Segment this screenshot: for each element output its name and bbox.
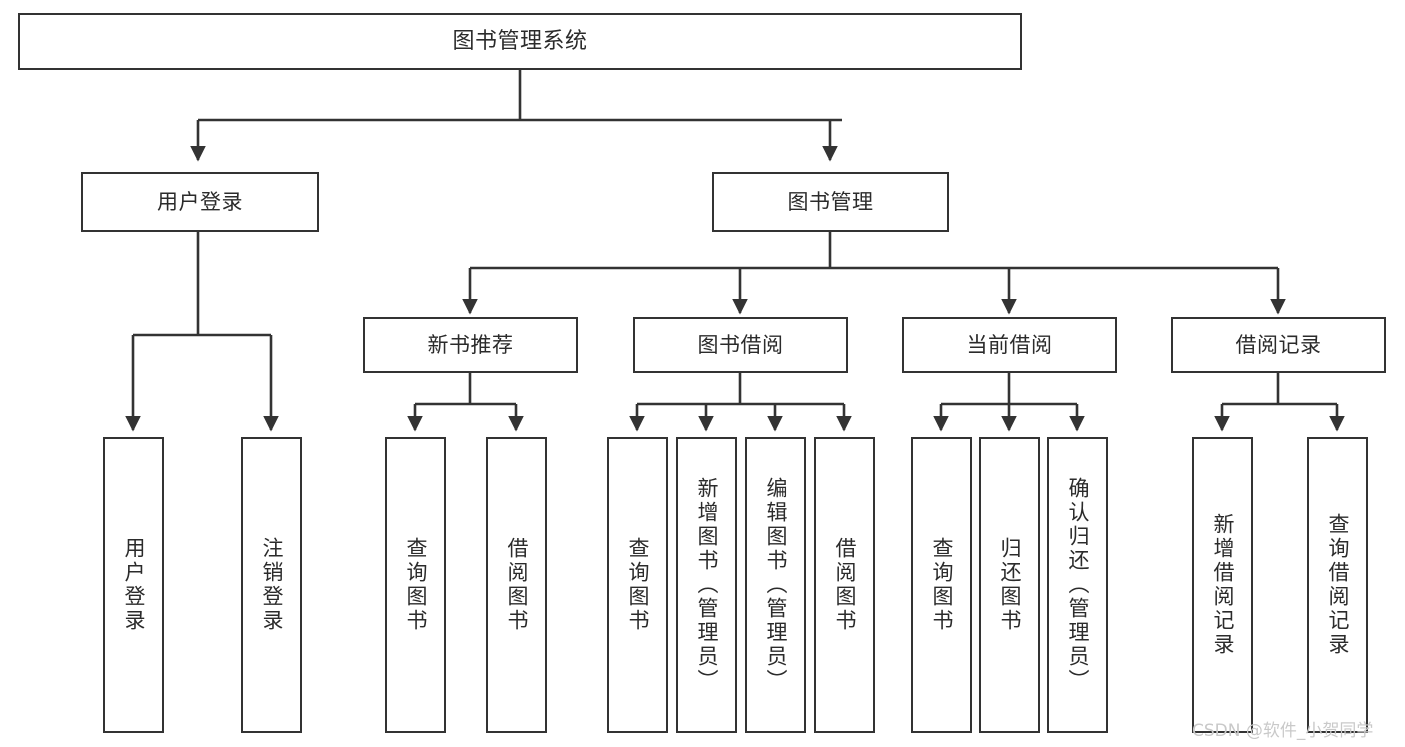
node-user-login[interactable]: 用户登录 bbox=[81, 172, 319, 232]
node-leaf-user-login[interactable]: 用户登录 bbox=[103, 437, 164, 733]
node-label: 注销登录 bbox=[260, 537, 284, 633]
node-leaf-edit-book-admin[interactable]: 编辑图书（管理员） bbox=[745, 437, 806, 733]
node-label: 借阅图书 bbox=[505, 537, 529, 633]
node-label: 编辑图书（管理员） bbox=[764, 477, 788, 693]
node-leaf-query-book-recommend[interactable]: 查询图书 bbox=[385, 437, 446, 733]
node-label: 新增图书（管理员） bbox=[695, 477, 719, 693]
node-book-borrow[interactable]: 图书借阅 bbox=[633, 317, 848, 373]
node-leaf-logout-login[interactable]: 注销登录 bbox=[241, 437, 302, 733]
node-label: 查询图书 bbox=[930, 537, 954, 633]
node-label: 新书推荐 bbox=[427, 332, 514, 357]
node-leaf-confirm-return-admin[interactable]: 确认归还（管理员） bbox=[1047, 437, 1108, 733]
node-label: 查询图书 bbox=[626, 537, 650, 633]
node-label: 查询图书 bbox=[404, 537, 428, 633]
node-label: 查询借阅记录 bbox=[1326, 513, 1350, 657]
node-current-borrow[interactable]: 当前借阅 bbox=[902, 317, 1117, 373]
node-label: 归还图书 bbox=[998, 537, 1022, 633]
node-new-book-recommend[interactable]: 新书推荐 bbox=[363, 317, 578, 373]
node-leaf-borrow-book-recommend[interactable]: 借阅图书 bbox=[486, 437, 547, 733]
node-label: 图书管理系统 bbox=[452, 28, 588, 54]
node-label: 图书管理 bbox=[787, 189, 874, 214]
node-leaf-query-borrow-record[interactable]: 查询借阅记录 bbox=[1307, 437, 1368, 733]
node-label: 新增借阅记录 bbox=[1211, 513, 1235, 657]
node-label: 当前借阅 bbox=[966, 332, 1053, 357]
node-leaf-add-borrow-record[interactable]: 新增借阅记录 bbox=[1192, 437, 1253, 733]
node-leaf-query-book-current[interactable]: 查询图书 bbox=[911, 437, 972, 733]
node-label: 用户登录 bbox=[122, 537, 146, 633]
node-label: 确认归还（管理员） bbox=[1066, 477, 1090, 693]
node-leaf-return-book[interactable]: 归还图书 bbox=[979, 437, 1040, 733]
csdn-watermark: CSDN @软件_小贺同学 bbox=[1192, 721, 1374, 741]
node-label: 借阅图书 bbox=[833, 537, 857, 633]
node-leaf-borrow-book-borrow[interactable]: 借阅图书 bbox=[814, 437, 875, 733]
node-book-management[interactable]: 图书管理 bbox=[712, 172, 949, 232]
node-label: 用户登录 bbox=[157, 189, 243, 214]
node-borrow-record[interactable]: 借阅记录 bbox=[1171, 317, 1386, 373]
node-label: 借阅记录 bbox=[1235, 332, 1322, 357]
node-leaf-add-book-admin[interactable]: 新增图书（管理员） bbox=[676, 437, 737, 733]
node-label: 图书借阅 bbox=[697, 332, 784, 357]
node-root-book-management-system[interactable]: 图书管理系统 bbox=[18, 13, 1022, 70]
node-leaf-query-book-borrow[interactable]: 查询图书 bbox=[607, 437, 668, 733]
